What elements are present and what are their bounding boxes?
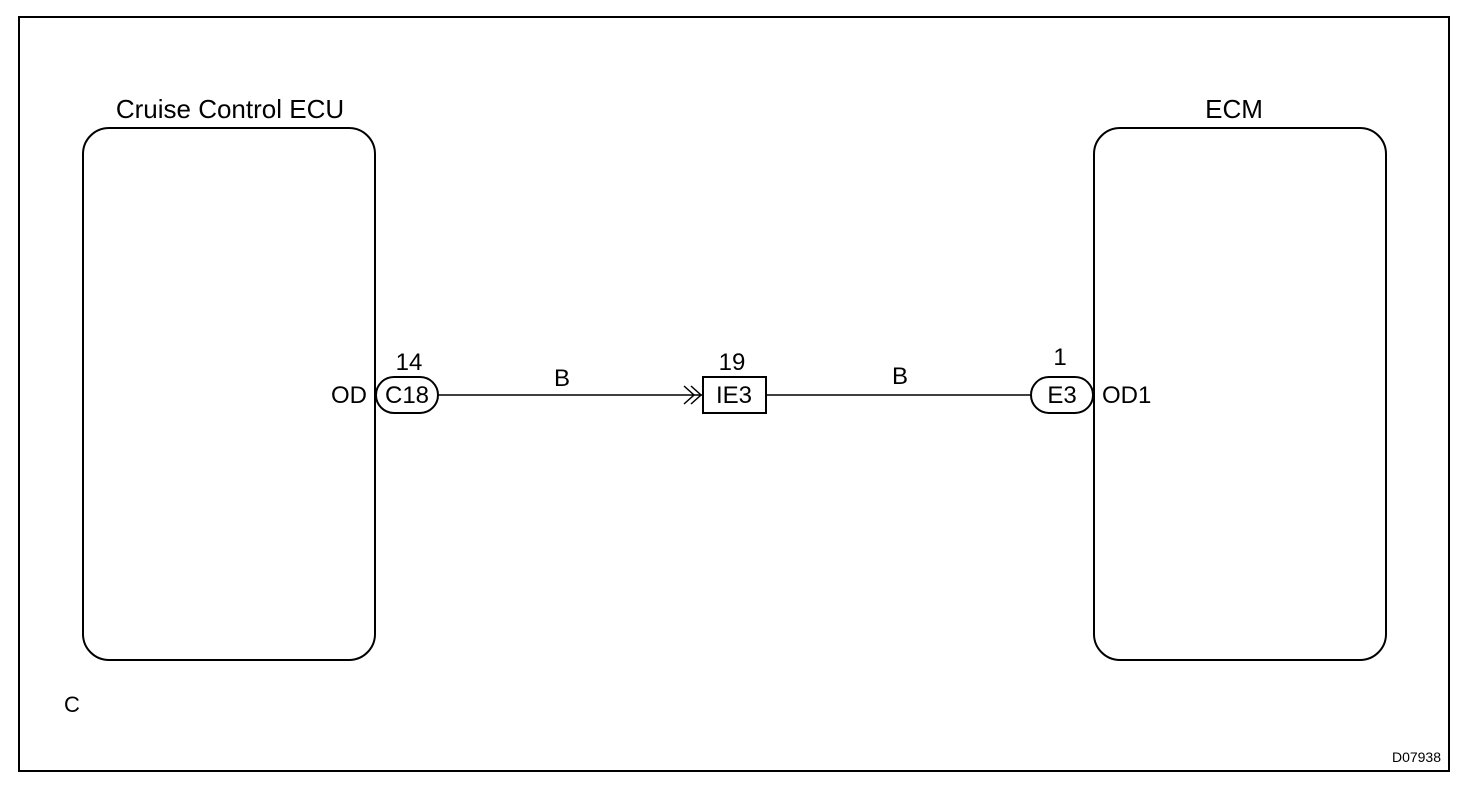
wire-right-color-label: B: [892, 363, 908, 390]
connector-e3-pin: 1: [1053, 344, 1066, 371]
connector-ie3-code: IE3: [716, 382, 752, 409]
cruise-control-ecu-title: Cruise Control ECU: [116, 94, 344, 124]
ecm-terminal-label: OD1: [1102, 382, 1151, 409]
connector-e3-code: E3: [1047, 382, 1076, 409]
connector-c18-pin: 14: [396, 349, 423, 376]
cruise-control-ecu-terminal-label: OD: [331, 382, 367, 409]
junction-arrow-icon: [683, 385, 703, 405]
ecm-box: [1093, 127, 1387, 661]
ecm-title: ECM: [1205, 94, 1263, 124]
connector-c18-code: C18: [385, 382, 429, 409]
connector-e3: [1030, 376, 1094, 414]
wire-left-color-label: B: [554, 365, 570, 392]
diagram-frame: [18, 16, 1450, 772]
cruise-control-ecu-box: [82, 127, 376, 661]
corner-letter: C: [64, 692, 80, 717]
figure-code: D07938: [1392, 749, 1441, 765]
connector-ie3-pin: 19: [719, 349, 746, 376]
